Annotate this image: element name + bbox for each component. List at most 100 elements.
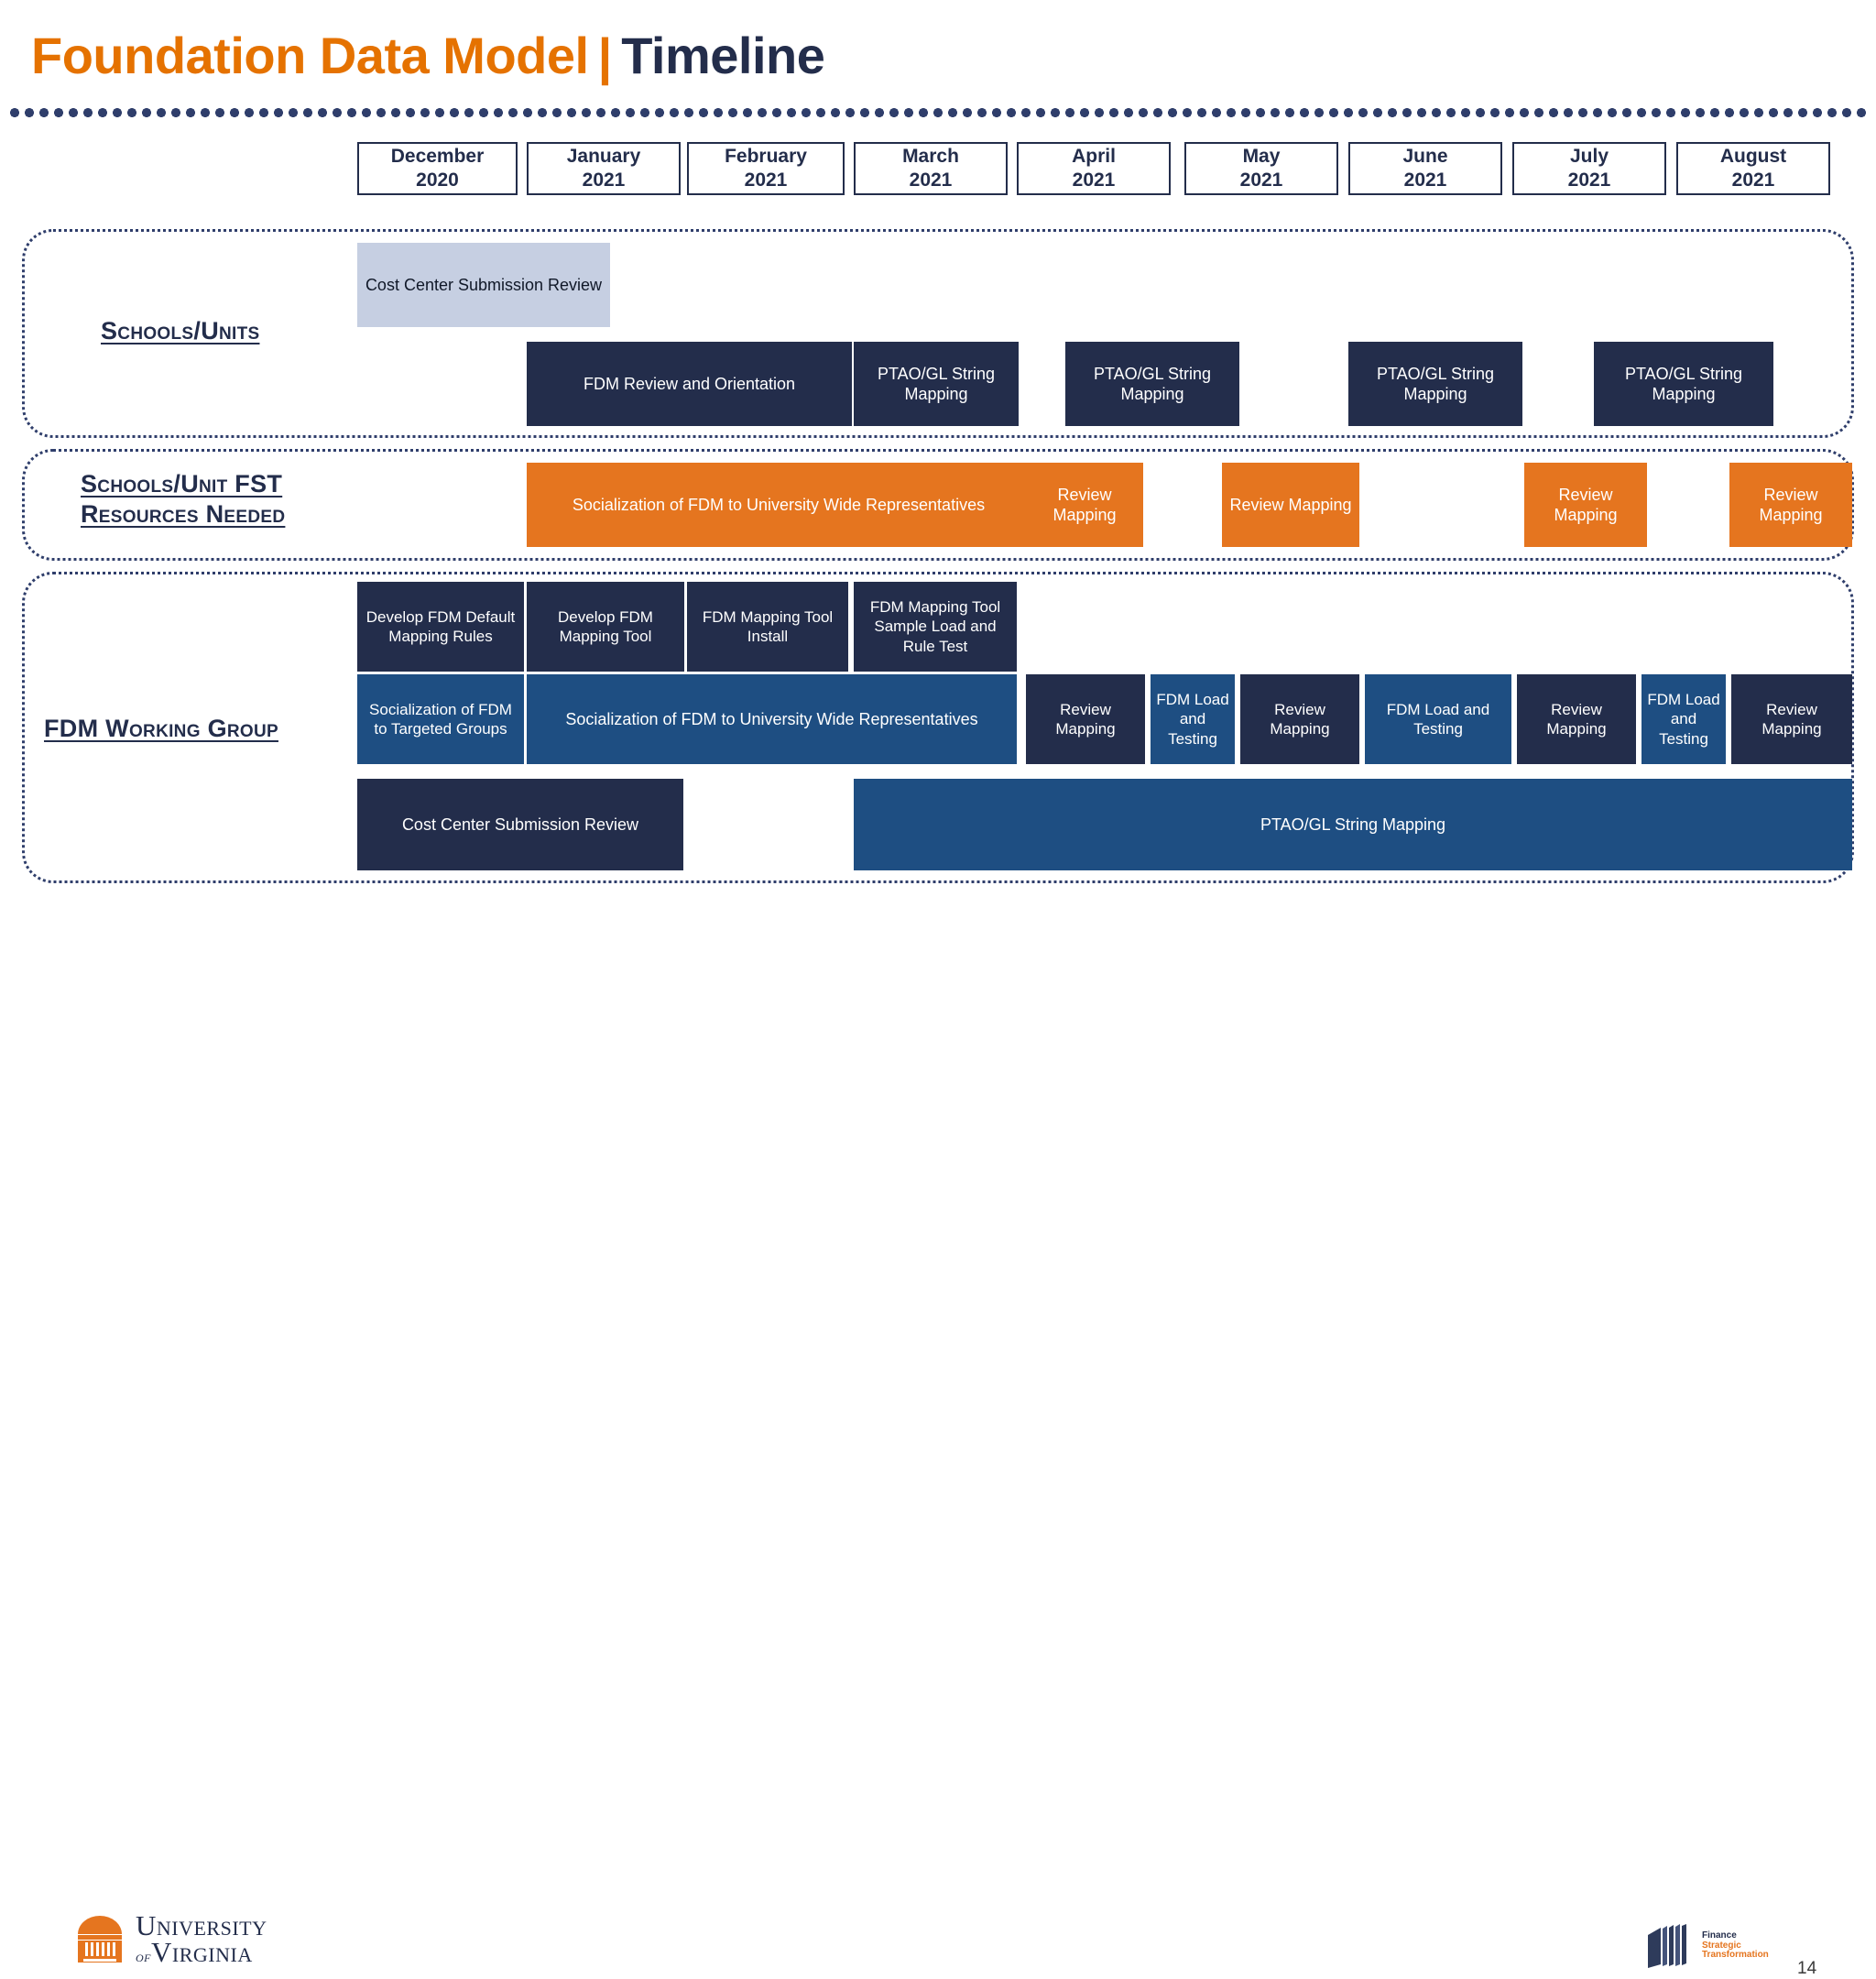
month-year: 2021 [582, 169, 626, 191]
uva-of: of [136, 1948, 151, 1965]
task-bar-label: Review Mapping [1229, 495, 1352, 514]
fst-word-finance: Finance [1702, 1930, 1737, 1941]
task-bar-label: FDM Mapping Tool Sample Load and Rule Te… [869, 598, 1001, 655]
uva-logo: University ofVirginia [73, 1910, 293, 1969]
task-bar-label: Review Mapping [1759, 485, 1823, 524]
rotunda-icon [73, 1914, 126, 1965]
task-bar[interactable]: Review Mapping [1222, 463, 1359, 547]
task-bar[interactable]: Review Mapping [1524, 463, 1647, 547]
task-bar-label: Socialization of FDM to University Wide … [565, 709, 978, 728]
task-bar-label: Review Mapping [1055, 700, 1116, 738]
title-main: Foundation Data Model [31, 27, 589, 84]
task-bar-label: Develop FDM Mapping Tool [558, 607, 653, 645]
task-bar-label: Review Mapping [1053, 485, 1117, 524]
task-bar[interactable]: Review Mapping [1026, 674, 1145, 764]
finance-strategic-transformation-logo: Finance Strategic Transformation [1644, 1919, 1782, 1973]
task-bar[interactable]: FDM Mapping Tool Install [687, 582, 848, 672]
task-bar[interactable]: Socialization of FDM to University Wide … [527, 463, 1031, 547]
task-bar[interactable]: Develop FDM Default Mapping Rules [357, 582, 524, 672]
task-bar-label: FDM Mapping Tool Install [702, 607, 834, 645]
fst-wordmark: Finance Strategic Transformation [1702, 1930, 1769, 1961]
task-bar-label: PTAO/GL String Mapping [1624, 364, 1743, 403]
footer: University ofVirginia Finance Strategic … [0, 944, 1876, 1978]
task-bar-label: FDM Review and Orientation [583, 374, 796, 393]
month-name: April [1072, 146, 1116, 168]
task-bar-label: PTAO/GL String Mapping [1260, 815, 1446, 834]
month-year: 2021 [1239, 169, 1283, 191]
month-year: 2021 [909, 169, 953, 191]
task-bar-label: PTAO/GL String Mapping [1376, 364, 1495, 403]
fst-word-strategic: Strategic [1702, 1940, 1741, 1951]
task-bar-label: FDM Load and Testing [1386, 700, 1490, 738]
month-year: 2021 [1731, 169, 1775, 191]
uva-wordmark: University ofVirginia [136, 1912, 267, 1966]
fst-word-transformation: Transformation [1702, 1950, 1769, 1961]
task-bar[interactable]: Cost Center Submission Review [357, 779, 683, 870]
month-year: 2021 [1072, 169, 1116, 191]
task-bar[interactable]: FDM Mapping Tool Sample Load and Rule Te… [854, 582, 1017, 672]
task-bar[interactable]: Review Mapping [1026, 463, 1143, 547]
task-bar-label: Socialization of FDM to Targeted Groups [369, 700, 512, 738]
task-bar-label: Review Mapping [1761, 700, 1822, 738]
month-name: July [1569, 146, 1609, 168]
title-sub: Timeline [621, 27, 825, 84]
lane-label-fdm-working-group: FDM Working Group [44, 715, 278, 742]
task-bar-label: Review Mapping [1546, 700, 1607, 738]
month-name: March [902, 146, 959, 168]
lane-label-schools-unit-fst-resources: Schools/Unit FST Resources Needed [81, 470, 286, 528]
dotted-divider [7, 108, 1869, 117]
task-bar[interactable]: FDM Load and Testing [1642, 674, 1726, 764]
month-name: June [1402, 146, 1448, 168]
task-bar[interactable]: FDM Load and Testing [1151, 674, 1235, 764]
task-bar[interactable]: FDM Load and Testing [1365, 674, 1511, 764]
month-year: 2021 [744, 169, 788, 191]
task-bar[interactable]: PTAO/GL String Mapping [854, 342, 1019, 426]
page-number: 14 [1797, 1959, 1817, 1978]
task-bar[interactable]: PTAO/GL String Mapping [1065, 342, 1239, 426]
task-bar-label: Cost Center Submission Review [365, 275, 603, 294]
uva-virginia-text: Virginia [151, 1936, 253, 1968]
task-bar[interactable]: Cost Center Submission Review [357, 243, 610, 327]
task-bar[interactable]: Review Mapping [1729, 463, 1852, 547]
task-bar-label: PTAO/GL String Mapping [877, 364, 996, 403]
task-bar[interactable]: PTAO/GL String Mapping [1348, 342, 1522, 426]
lane-label-schools-units: Schools/Units [101, 317, 260, 344]
task-bar[interactable]: FDM Review and Orientation [527, 342, 852, 426]
task-bar-label: Cost Center Submission Review [401, 815, 639, 834]
task-bar[interactable]: PTAO/GL String Mapping [854, 779, 1852, 870]
month-year: 2021 [1403, 169, 1447, 191]
task-bar-label: Develop FDM Default Mapping Rules [365, 607, 516, 645]
month-name: May [1242, 146, 1281, 168]
uva-line-virginia: ofVirginia [136, 1938, 267, 1966]
task-bar-label: FDM Load and Testing [1156, 691, 1229, 748]
task-bar[interactable]: PTAO/GL String Mapping [1594, 342, 1773, 426]
task-bar-label: Socialization of FDM to University Wide … [572, 495, 986, 514]
task-bar[interactable]: Review Mapping [1240, 674, 1359, 764]
month-name: December [390, 146, 485, 168]
month-name: January [566, 146, 641, 168]
month-year: 2020 [416, 169, 459, 191]
task-bar[interactable]: Review Mapping [1517, 674, 1636, 764]
month-year: 2021 [1567, 169, 1611, 191]
task-bar-label: PTAO/GL String Mapping [1093, 364, 1212, 403]
task-bar[interactable]: Socialization of FDM to University Wide … [527, 674, 1017, 764]
title-separator: | [597, 27, 613, 85]
task-bar[interactable]: Socialization of FDM to Targeted Groups [357, 674, 524, 764]
task-bar[interactable]: Develop FDM Mapping Tool [527, 582, 684, 672]
month-name: August [1719, 146, 1787, 168]
task-bar[interactable]: Review Mapping [1731, 674, 1852, 764]
task-bar-label: Review Mapping [1554, 485, 1618, 524]
month-name: February [725, 146, 807, 168]
page-title: Foundation Data Model | Timeline [31, 20, 1845, 92]
columns-icon [1644, 1922, 1696, 1970]
